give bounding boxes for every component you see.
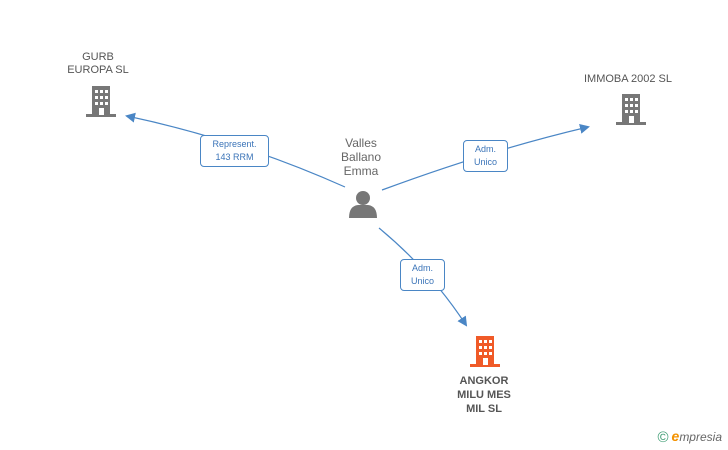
edge-label-adm-unico-immoba: Adm. Unico <box>463 140 508 172</box>
person-icon[interactable] <box>349 191 377 218</box>
empresia-logo: ©empresia <box>657 428 722 446</box>
node-label-angkor[interactable]: ANGKOR MILU MES MIL SL <box>457 375 511 415</box>
node-label-person[interactable]: Valles Ballano Emma <box>340 136 382 178</box>
edge-label-adm-unico-angkor: Adm. Unico <box>400 259 445 291</box>
building-icon[interactable] <box>616 94 646 125</box>
brand-name: mpresia <box>679 430 722 444</box>
building-icon[interactable] <box>470 336 500 367</box>
edge-label-represent: Represent. 143 RRM <box>200 135 269 167</box>
copyright-symbol: © <box>657 429 669 446</box>
brand-initial: e <box>671 428 680 444</box>
node-label-immoba[interactable]: IMMOBA 2002 SL <box>583 73 673 85</box>
node-label-gurb[interactable]: GURB EUROPA SL <box>67 51 129 76</box>
building-icon[interactable] <box>86 86 116 117</box>
